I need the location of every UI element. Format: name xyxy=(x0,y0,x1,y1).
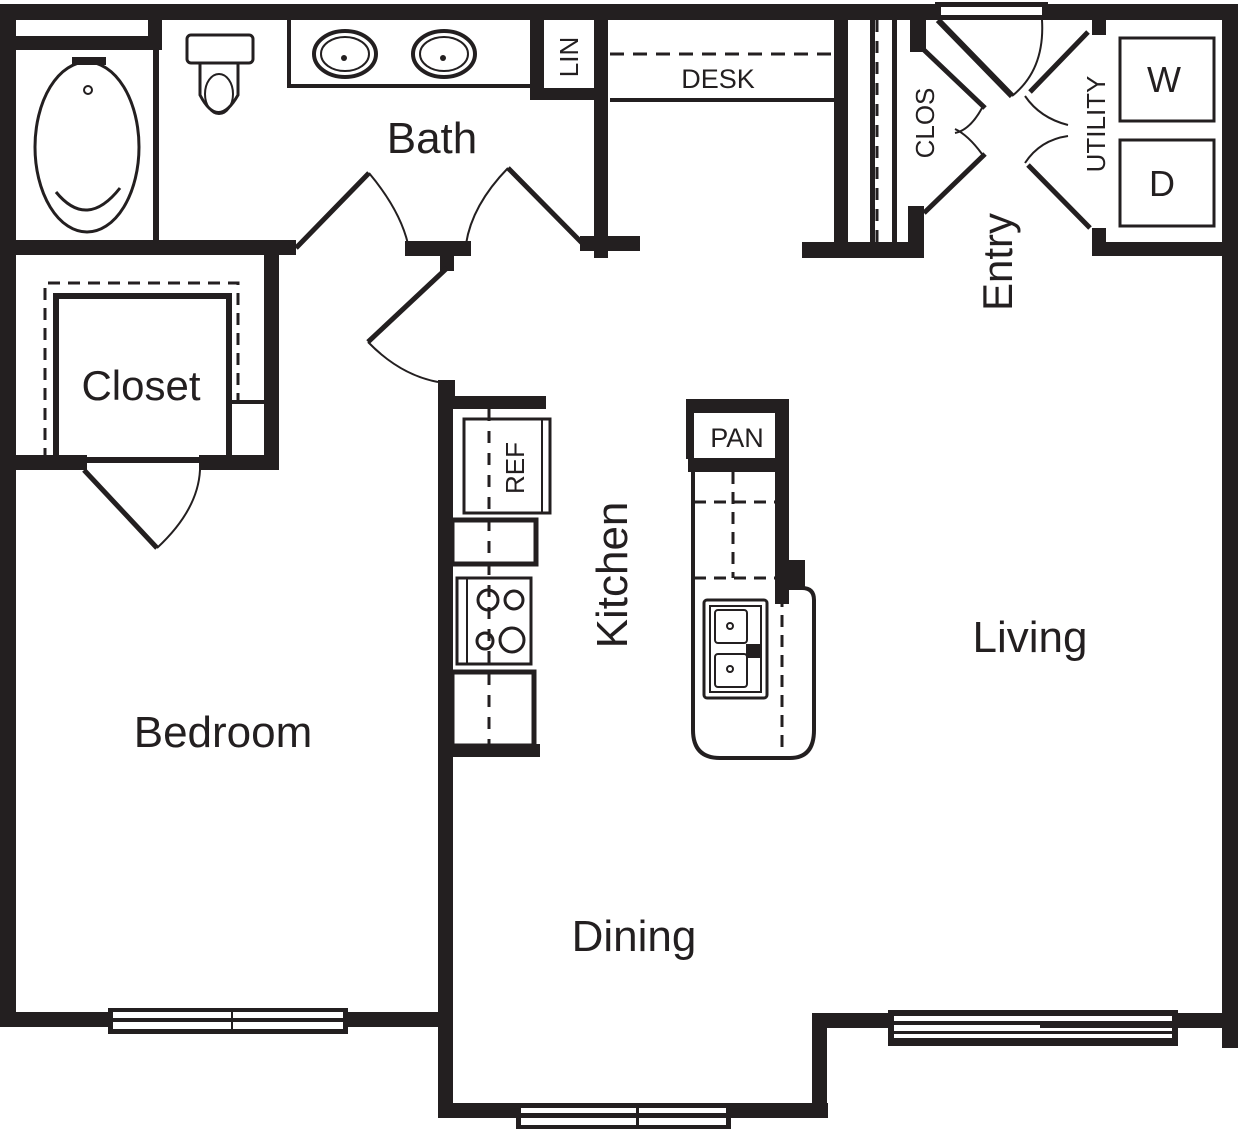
bath-door-right[interactable] xyxy=(465,166,585,246)
exterior-walls xyxy=(0,4,1238,1118)
entry-closet xyxy=(870,18,987,258)
sink-icon xyxy=(312,29,378,79)
bath-area xyxy=(0,16,640,258)
room-label-bath: Bath xyxy=(387,114,478,163)
bedroom-door[interactable] xyxy=(366,254,454,383)
entry-door[interactable] xyxy=(935,2,1048,99)
kitchen-counter xyxy=(449,396,546,757)
room-label-closet: Closet xyxy=(81,362,200,409)
room-label-dining: Dining xyxy=(572,912,697,961)
double-sink-icon xyxy=(702,598,769,700)
fixture-label-desk: DESK xyxy=(681,64,755,94)
desk xyxy=(610,18,920,258)
room-label-kitchen: Kitchen xyxy=(588,502,637,649)
window-living xyxy=(888,1010,1178,1046)
fixture-label-pan: PAN xyxy=(710,423,764,453)
fixture-label-dryer: D xyxy=(1149,163,1175,204)
sink-icon xyxy=(411,29,477,79)
refrigerator xyxy=(462,417,552,515)
toilet-icon xyxy=(185,33,255,115)
room-label-entry: Entry xyxy=(974,213,1021,311)
fixture-label-washer: W xyxy=(1147,59,1181,100)
room-label-bedroom: Bedroom xyxy=(134,708,313,757)
dryer xyxy=(1118,138,1216,228)
fixture-label-clos: CLOS xyxy=(910,88,940,159)
fixture-label-utility: UTILITY xyxy=(1081,76,1111,173)
kitchen-island xyxy=(686,399,816,760)
bath-door-left[interactable] xyxy=(294,171,409,250)
room-label-living: Living xyxy=(973,613,1088,662)
bathtub-icon xyxy=(33,57,141,234)
washer xyxy=(1118,36,1216,123)
window-bedroom xyxy=(108,1008,348,1034)
fixture-label-ref: REF xyxy=(500,442,530,494)
interior-wall-bedroom xyxy=(438,380,455,1020)
closet-area xyxy=(16,248,279,470)
closet-door[interactable] xyxy=(82,468,201,550)
fixture-label-linen: LIN xyxy=(554,37,584,77)
window-dining xyxy=(516,1103,731,1129)
utility-room xyxy=(1024,20,1238,256)
stove-icon xyxy=(455,576,533,666)
